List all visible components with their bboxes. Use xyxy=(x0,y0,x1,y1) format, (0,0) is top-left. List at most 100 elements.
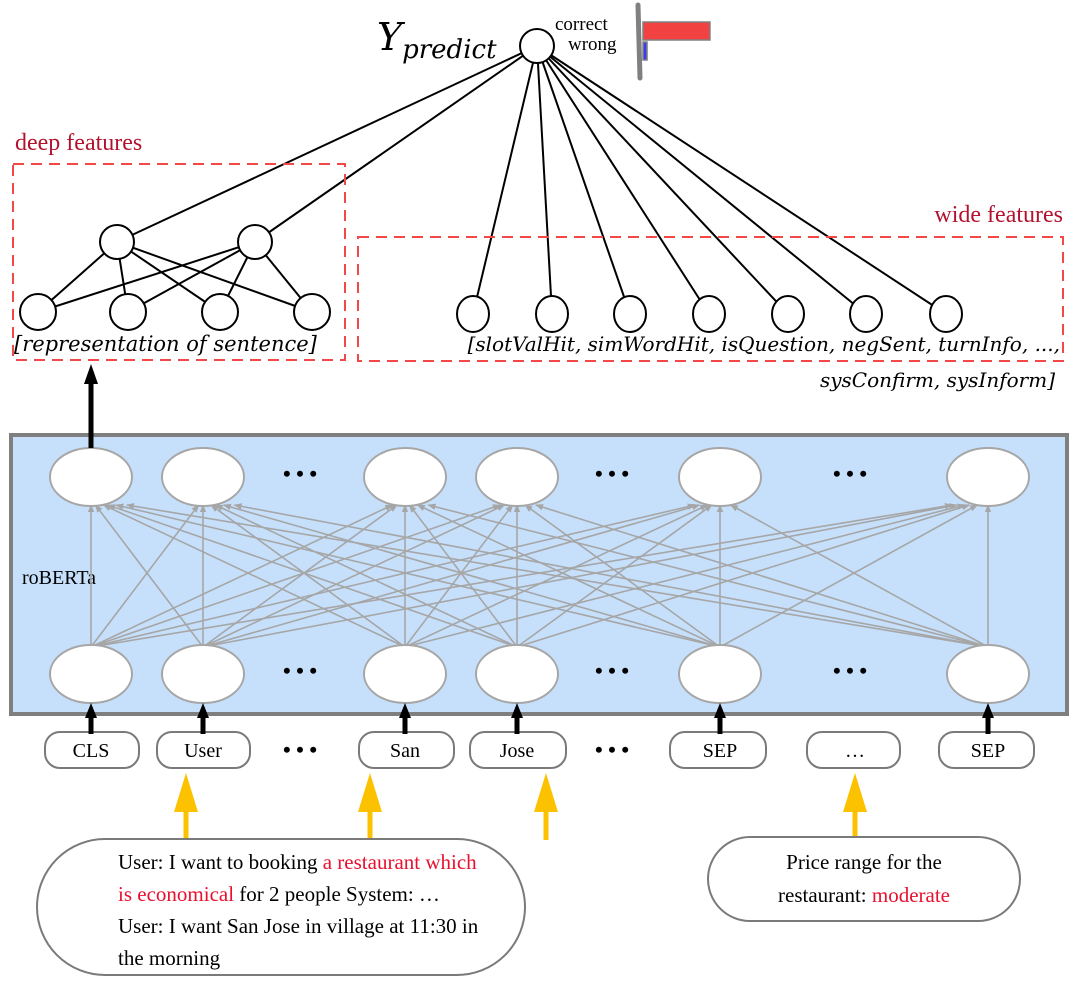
ellipsis-text: • • • xyxy=(833,461,867,486)
token-arrowhead xyxy=(511,703,523,718)
attention-edge xyxy=(90,504,394,648)
legend-wrong: wrong xyxy=(568,34,617,55)
output-label: Ypredict xyxy=(377,15,497,65)
deep-network-nodes xyxy=(19,224,331,331)
output-edge xyxy=(536,45,789,315)
attention-edge xyxy=(222,503,721,648)
attention-edge xyxy=(516,504,970,648)
encoder-output-node xyxy=(161,447,245,507)
slot-bubble xyxy=(707,836,1021,922)
attention-edge xyxy=(90,504,501,648)
deep-edge xyxy=(127,241,256,313)
ellipsis-text: • • • xyxy=(283,658,317,683)
wrong-bar xyxy=(642,41,648,61)
deep-edge xyxy=(116,241,313,313)
deep-edge xyxy=(116,241,221,313)
attention-edge xyxy=(719,504,978,648)
encoder-output-node xyxy=(678,447,762,507)
encoder-input-node xyxy=(678,644,762,704)
encoder-input-node xyxy=(363,644,447,704)
wide-feature-node xyxy=(771,295,805,333)
encoder-nodes: • • • • • • • • • • • • • • • • • • xyxy=(49,447,1030,704)
encoder-output-node xyxy=(49,447,133,507)
attention-edge xyxy=(404,504,514,648)
attention-edge xyxy=(94,504,204,648)
deep-features-label: deep features xyxy=(15,130,142,156)
output-edge xyxy=(254,45,538,243)
ellipsis-text: • • • xyxy=(595,461,629,486)
deep-network-edges xyxy=(37,241,313,313)
wide-feature-nodes xyxy=(456,295,963,333)
ellipsis-text: • • • xyxy=(595,658,629,683)
dialogue-line-1: User: I want to booking a restaurant whi… xyxy=(118,850,477,874)
output-edge xyxy=(536,45,631,315)
wide-features-label: wide features xyxy=(934,202,1063,228)
encoder-input-node xyxy=(161,644,245,704)
attention-edge xyxy=(535,504,989,648)
token-label: User xyxy=(184,740,222,762)
roberta-label: roBERTa xyxy=(22,567,96,589)
token-arrowhead xyxy=(399,703,411,718)
deep-input-node xyxy=(109,293,147,331)
output-node xyxy=(519,28,555,64)
deep-hidden-node xyxy=(99,224,135,260)
wide-feature-node xyxy=(692,295,726,333)
slot-line-2: restaurant: moderate xyxy=(778,883,950,907)
encoder-output-node xyxy=(475,447,559,507)
attention-edge xyxy=(90,504,200,648)
wide-feature-node xyxy=(456,295,490,333)
token-label: CLS xyxy=(73,740,110,762)
yellow-arrow-head xyxy=(358,773,382,812)
token-label: … xyxy=(845,740,865,762)
token-arrowhead xyxy=(982,703,994,718)
attention-edge xyxy=(202,504,506,648)
attention-edge xyxy=(126,503,989,648)
dialogue-line-3: User: I want San Jose in village at 11:3… xyxy=(118,914,479,938)
dialogue-bubble xyxy=(36,838,526,976)
cls-to-deep-arrowhead xyxy=(84,364,98,384)
encoder-input-node xyxy=(946,644,1030,704)
token-label: Jose xyxy=(500,740,535,762)
token-label: SEP xyxy=(703,740,737,762)
attention-edge xyxy=(90,503,696,648)
attention-edges xyxy=(87,503,992,648)
encoder-output-node xyxy=(363,447,447,507)
attention-edge xyxy=(524,504,721,648)
attention-edge xyxy=(202,503,701,648)
wide-features-caption-line2: sysConfirm, sysInform] xyxy=(820,368,1055,392)
accuracy-indicator xyxy=(635,2,711,81)
wide-feature-node xyxy=(535,295,569,333)
attention-edge xyxy=(416,504,721,648)
attention-edge xyxy=(210,504,406,648)
token-label: • • • xyxy=(595,737,629,762)
ellipsis-text: • • • xyxy=(283,461,317,486)
attention-edge xyxy=(730,504,989,648)
token-box xyxy=(806,731,901,769)
attention-edge xyxy=(107,504,518,648)
legend-correct: correct xyxy=(555,14,608,35)
encoder-input-node xyxy=(475,644,559,704)
deep-hidden-node xyxy=(237,224,273,260)
deep-features-caption: [representation of sentence] xyxy=(14,332,318,356)
token-label: • • • xyxy=(283,737,317,762)
dialogue-line-4: the morning xyxy=(118,946,221,970)
wide-features-box xyxy=(357,236,1064,362)
output-edges xyxy=(116,45,947,315)
deep-input-node xyxy=(201,293,239,331)
wide-features-caption-line1: [slotValHit, simWordHit, isQuestion, neg… xyxy=(468,332,1060,356)
attention-edge xyxy=(408,504,518,648)
output-edge xyxy=(472,45,538,315)
yellow-arrow-head xyxy=(174,773,198,812)
wide-feature-node xyxy=(929,295,963,333)
input-arrows xyxy=(174,773,867,840)
encoder-input-node xyxy=(49,644,133,704)
output-edge xyxy=(536,45,710,315)
encoder-output-node xyxy=(946,447,1030,507)
attention-edge xyxy=(233,503,989,648)
correct-bar xyxy=(642,21,711,41)
ellipsis-text: • • • xyxy=(833,658,867,683)
output-edge xyxy=(536,45,867,315)
wide-feature-node xyxy=(849,295,883,333)
